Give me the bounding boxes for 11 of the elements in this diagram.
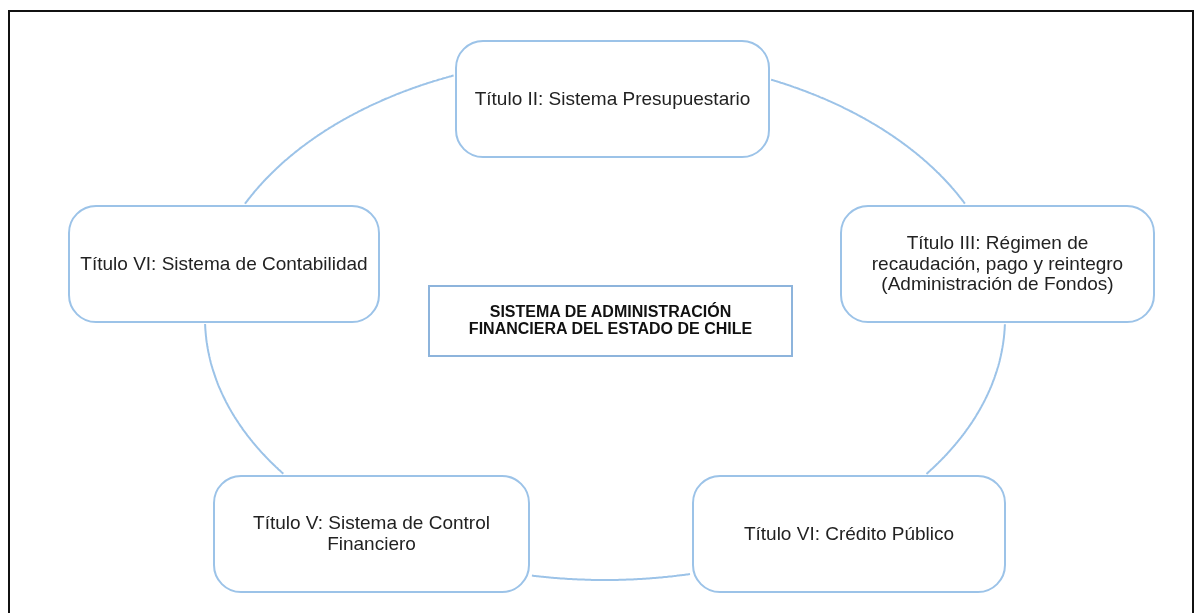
- title-box: SISTEMA DE ADMINISTRACIÓN FINANCIERA DEL ESTADO DE CHILE: [428, 285, 793, 357]
- process-box: Título VI: Crédito Público: [692, 475, 1006, 593]
- process-box: Título V: Sistema de Control Financiero: [213, 475, 530, 593]
- process-box: Título VI: Sistema de Contabilidad: [68, 205, 380, 323]
- connector-arc: [770, 78, 966, 205]
- connector-arc: [925, 323, 1006, 475]
- connector-arc: [204, 323, 285, 475]
- process-box: Título III: Régimen de recaudación, pago y reintegro (Administración de Fondos): [840, 205, 1155, 323]
- process-box: Título II: Sistema Presupuestario: [455, 40, 770, 158]
- connector-arc: [530, 573, 691, 581]
- connector-arc: [244, 74, 455, 205]
